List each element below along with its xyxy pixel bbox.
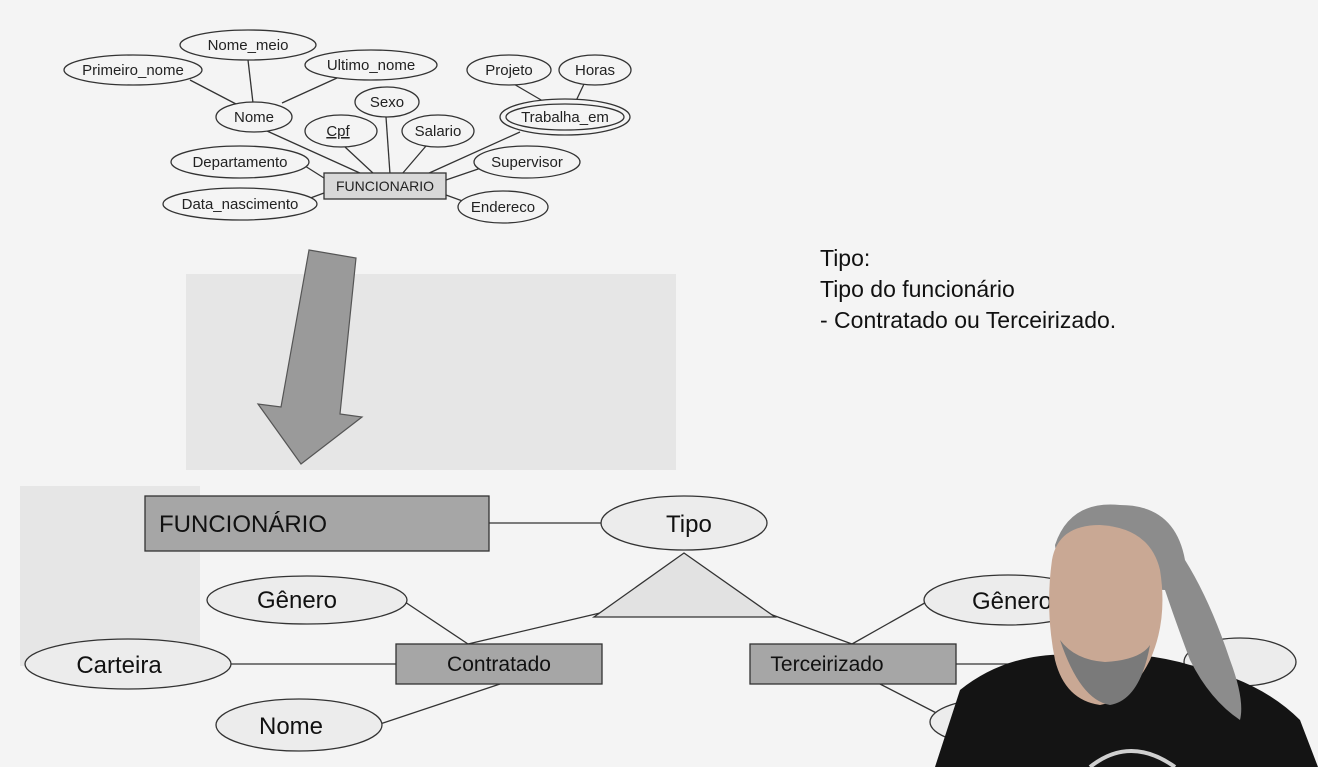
presenter-beard	[1060, 640, 1150, 705]
attr-ultimo-nome-label: Ultimo_nome	[327, 57, 415, 74]
attr-endereco-label: Endereco	[471, 199, 535, 216]
attr-salario-ellipse	[401, 114, 475, 148]
funcionario-large-label: FUNCIONÁRIO	[159, 511, 327, 538]
attr-cpf-ellipse	[304, 114, 378, 148]
funcionario-entity-box	[323, 172, 447, 200]
attr-cpf-label: Cpf	[326, 123, 350, 140]
attr-data-nascimento-ellipse	[162, 187, 318, 221]
attr-primeiro-nome-ellipse	[63, 54, 203, 86]
notes-line-3: - Contratado ou Terceirizado.	[820, 307, 1117, 333]
attr-supervisor-label: Supervisor	[491, 154, 563, 171]
attr-ultimo-nome-ellipse	[304, 49, 438, 81]
nome-left-label: Nome	[259, 713, 323, 740]
notes-line-1: Tipo:	[820, 245, 871, 271]
attr-trabalha-em-inner	[505, 103, 625, 131]
attr-nome-meio-ellipse	[179, 29, 317, 61]
attr-primeiro-nome-label: Primeiro_nome	[82, 62, 184, 79]
attr-projeto-ellipse	[466, 54, 552, 86]
tipo-attribute-ellipse	[600, 495, 768, 551]
presenter-webcam	[935, 504, 1318, 767]
carteira-ellipse	[24, 638, 232, 690]
contratado-label: Contratado	[447, 653, 551, 676]
down-arrow-icon	[256, 249, 364, 465]
bottom-eer-labels: FUNCIONÁRIO Tipo Contratado Terceirizado…	[76, 511, 1052, 740]
top-er-diagram	[63, 29, 632, 224]
attr-trabalha-em-label: Trabalha_em	[521, 109, 609, 126]
attr-supervisor-ellipse	[473, 145, 581, 179]
attr-data-nascimento-label: Data_nascimento	[182, 196, 299, 213]
carteira-label: Carteira	[76, 652, 162, 679]
attr-departamento-ellipse	[170, 145, 310, 179]
genero-right-label: Gênero	[972, 588, 1052, 615]
attr-projeto-label: Projeto	[485, 62, 533, 79]
presenter-shirt-emblem	[1088, 749, 1177, 767]
contratado-entity-box	[395, 643, 603, 685]
nome-left-ellipse	[215, 698, 383, 752]
funcionario-entity-box-large	[144, 495, 490, 552]
specialization-triangle	[591, 552, 778, 618]
attr-endereco-ellipse	[457, 190, 549, 224]
attr-horas-label: Horas	[575, 62, 615, 79]
genero-left-label: Gênero	[257, 587, 337, 614]
attr-sexo-ellipse	[354, 86, 420, 118]
attr-horas-ellipse	[558, 54, 632, 86]
terceirizado-label: Terceirizado	[770, 653, 883, 676]
tipo-label: Tipo	[666, 511, 712, 538]
attr-sexo-label: Sexo	[370, 94, 404, 111]
attr-nome-meio-label: Nome_meio	[208, 37, 289, 54]
notes-text-block: Tipo: Tipo do funcionário - Contratado o…	[820, 243, 1116, 336]
overlay-panel-top	[186, 274, 676, 470]
genero-left-ellipse	[206, 575, 408, 625]
attr-nome-ellipse	[215, 101, 293, 133]
attr-nome-label: Nome	[234, 109, 274, 126]
attr-salario-label: Salario	[415, 123, 462, 140]
attr-trabalha-em-outer	[499, 98, 631, 136]
terceirizado-entity-box	[749, 643, 957, 685]
top-er-labels: FUNCIONARIO Nome_meio Primeiro_nome Ulti…	[82, 37, 615, 216]
notes-line-2: Tipo do funcionário	[820, 276, 1015, 302]
attr-departamento-label: Departamento	[192, 154, 287, 171]
funcionario-entity-label: FUNCIONARIO	[336, 178, 434, 194]
